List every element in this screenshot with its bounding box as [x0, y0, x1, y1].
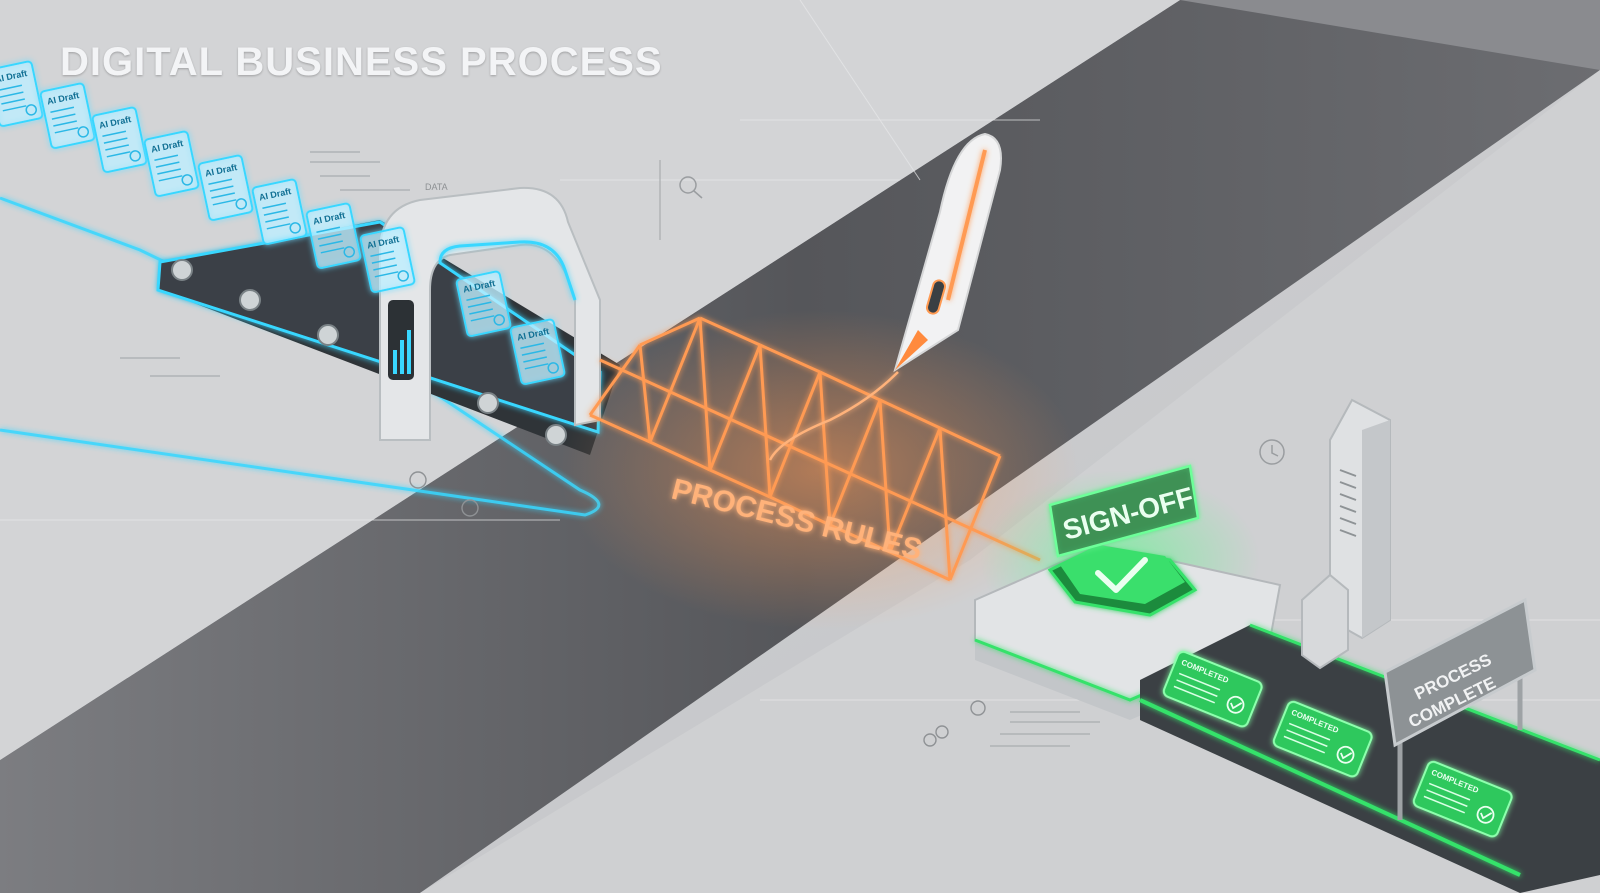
floor-text-lines [120, 357, 1100, 747]
floor-icons [409, 471, 986, 747]
draft-card: AI Draft [39, 82, 96, 149]
checkmark-button [1047, 545, 1198, 617]
draft-card: AI Draft [251, 178, 308, 245]
draft-card: AI Draft [359, 226, 416, 293]
scanner-gate [379, 186, 601, 441]
building-icon [1301, 398, 1391, 670]
draft-card: AI Draft [91, 106, 148, 173]
clock-icon [1259, 439, 1285, 465]
draft-card: AI Draft [455, 270, 512, 337]
chasm-far-wall [1180, 0, 1600, 70]
search-icon [679, 176, 703, 199]
process-rules-bridge [588, 316, 1041, 582]
draft-card: AI Draft [509, 318, 566, 385]
draft-card: AI Draft [143, 130, 200, 197]
draft-card: AI Draft [197, 154, 254, 221]
draft-card: AI Draft [0, 60, 44, 127]
data-label: DATA [425, 182, 448, 192]
process-complete-sign: PROCESS COMPLETE [1383, 597, 1537, 820]
page-title: DIGITAL BUSINESS PROCESS [60, 40, 663, 84]
data-overlay-lines [310, 151, 661, 240]
pen-icon [768, 132, 1002, 461]
draft-card: AI Draft [305, 202, 362, 269]
checkmark-icon [1095, 557, 1148, 593]
bridge-glow [560, 310, 1080, 630]
